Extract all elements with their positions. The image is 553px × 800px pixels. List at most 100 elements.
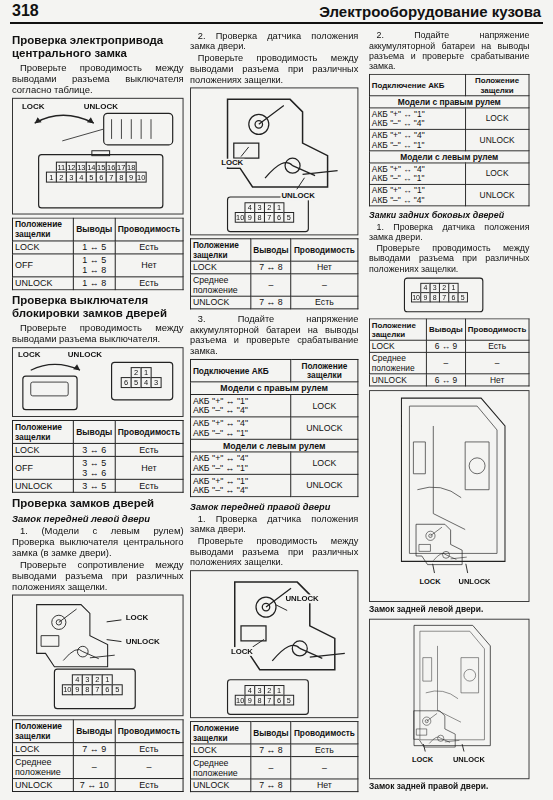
body-paragraph: Проверьте проводимость между выводами ра… — [190, 535, 358, 567]
table-cell-text: Подключение АКБ — [193, 366, 289, 376]
table-row: Среднее положение–– — [190, 274, 357, 296]
table-cell: LOCK — [291, 452, 358, 474]
table-cell-text: – — [429, 358, 463, 367]
pin-row: 1098765 — [63, 685, 123, 695]
table-cell: LOCK — [12, 743, 73, 756]
check-table: Положение защелкиВыводыПроводимостьLOCK6… — [369, 318, 529, 386]
table-cell-text: Выводы — [253, 728, 288, 738]
table-cell-text: UNLOCK — [193, 298, 248, 308]
table-cell-text: UNLOCK — [468, 135, 527, 144]
table-row: UNLOCK7 ↔ 8Нет — [190, 779, 357, 792]
table-cell-text: АКБ "–" ↔ "1" — [193, 463, 289, 473]
table-cell-text: UNLOCK — [15, 481, 71, 491]
section-heading: Проверка электропривода центрального зам… — [12, 34, 184, 60]
table-cell: Положение защелки — [190, 239, 250, 261]
table-cell: 3 ↔ 53 ↔ 6 — [74, 456, 115, 479]
table-cell: UNLOCK — [291, 474, 358, 496]
table-cell-text: UNLOCK — [293, 481, 355, 491]
table-row: LOCK7 ↔ 9Есть — [12, 743, 183, 756]
pin-row: 12345678910 — [47, 173, 147, 183]
check-table: Положение защелкиВыводы ПроводимостьLOCK1… — [12, 218, 184, 291]
table-cell: Нет — [291, 779, 358, 792]
figure-panel: LOCKUNLOCK — [369, 390, 529, 602]
table-cell: Положение защелки — [465, 74, 529, 95]
table-cell: Нет — [115, 456, 183, 479]
table-cell-text: LOCK — [15, 744, 71, 754]
position-label: LOCK — [418, 578, 441, 586]
table-cell: АКБ "+" ↔ "1"АКБ "–" ↔ "4" — [369, 184, 465, 205]
table-cell-text: Выводы — [76, 224, 112, 234]
table-row: Среднее положение–– — [369, 352, 529, 373]
table-cell: Выводы — [74, 720, 115, 743]
table-cell-text: – — [117, 762, 180, 772]
table-row: АКБ "+" ↔ "1"АКБ "–" ↔ "4"UNLOCK — [190, 474, 357, 496]
figure-panel: UNLOCKLOCK43211098765 — [190, 570, 358, 718]
table-cell-text: 3 ↔ 6 — [76, 445, 112, 455]
table-cell: Среднее положение — [190, 274, 250, 296]
table-cell-text: Проводимость — [117, 224, 180, 234]
table-cell-text: – — [468, 358, 527, 367]
table-cell: 1 ↔ 51 ↔ 8 — [74, 254, 115, 277]
table-cell-text: Есть — [117, 780, 180, 790]
table-row: LOCK1 ↔ 5Есть — [12, 241, 183, 254]
table-cell: UNLOCK — [369, 374, 426, 386]
table-cell-text: АКБ "+" ↔ "4" — [193, 453, 289, 463]
table-cell: Положение защелки — [12, 218, 73, 241]
table-cell: LOCK — [465, 163, 529, 184]
table-cell: – — [427, 352, 465, 373]
table-cell-text: LOCK — [293, 401, 355, 411]
table-cell: Есть — [291, 296, 358, 309]
table-cell-text: Положение защелки — [15, 721, 71, 741]
table-cell-text: 3 ↔ 6 — [76, 468, 112, 478]
connector-pins: 216543 — [122, 368, 162, 388]
table-cell-text: 7 ↔ 10 — [76, 780, 112, 790]
body-paragraph: 1. Проверка датчика положения замка двер… — [369, 221, 529, 242]
table-cell-text: Нет — [117, 260, 180, 270]
table-cell-text: 1 ↔ 5 — [76, 255, 112, 265]
table-span-cell: Модели с левым рулем — [369, 151, 529, 163]
table-cell-text: UNLOCK — [468, 190, 527, 199]
section-heading: Проверка выключателя блокировки замков д… — [12, 294, 184, 320]
table-cell-text: АКБ "–" ↔ "1" — [372, 140, 463, 149]
figure-panel: LOCKUNLOCK — [369, 619, 529, 779]
table-cell-text: LOCK — [193, 263, 248, 273]
position-label: UNLOCK — [67, 350, 103, 359]
table-cell-text: АКБ "–" ↔ "4" — [193, 406, 289, 416]
table-cell: 7 ↔ 8 — [251, 261, 291, 274]
pin-number: 5 — [283, 695, 294, 706]
table-cell: Нет — [115, 254, 183, 277]
table-cell-text: АКБ "–" ↔ "4" — [372, 195, 463, 204]
table-cell-text: LOCK — [468, 114, 527, 123]
table-cell-text: Среднее положение — [15, 757, 71, 777]
table-cell: LOCK — [190, 744, 250, 757]
rear-right-door-illustration — [370, 620, 529, 779]
table-cell-text: Модели с правым рулем — [372, 97, 527, 106]
table-cell: UNLOCK — [12, 779, 73, 792]
table-cell-text: Положение защелки — [193, 723, 248, 742]
table-row: АКБ "+" ↔ "4"АКБ "–" ↔ "1"UNLOCK — [190, 417, 357, 439]
table-cell-text: Положение защелки — [293, 361, 355, 380]
table-cell-text: Нет — [117, 463, 180, 473]
table-cell: LOCK — [12, 443, 73, 456]
table-cell: АКБ "+" ↔ "4"АКБ "–" ↔ "1" — [369, 129, 465, 150]
table-cell: 7 ↔ 9 — [74, 743, 115, 756]
table-cell: 6 ↔ 9 — [427, 340, 465, 352]
page-title: Электрооборудование кузова — [319, 3, 541, 21]
table-cell-text: UNLOCK — [293, 423, 355, 433]
table-cell: АКБ "+" ↔ "1"АКБ "–" ↔ "4" — [190, 474, 290, 496]
table-row: UNLOCK3 ↔ 5Есть — [12, 479, 183, 492]
table-cell-text: 7 ↔ 8 — [253, 298, 288, 308]
table-cell-text: – — [253, 280, 288, 290]
table-cell-text: 7 ↔ 8 — [253, 263, 288, 273]
table-row: Среднее положение–– — [190, 757, 357, 779]
table-cell: Положение защелки — [291, 359, 358, 381]
table-cell: – — [74, 756, 115, 779]
figure-panel: LOCKUNLOCK111213141516171812345678910 — [12, 98, 184, 215]
table-cell: – — [251, 757, 291, 779]
table-cell-text: Есть — [117, 481, 180, 491]
table-cell-text: Нет — [293, 263, 355, 273]
table-cell-text: UNLOCK — [15, 780, 71, 790]
table-cell: 7 ↔ 10 — [74, 779, 115, 792]
position-label: LOCK — [220, 158, 244, 167]
table-cell-text: Нет — [293, 780, 355, 790]
